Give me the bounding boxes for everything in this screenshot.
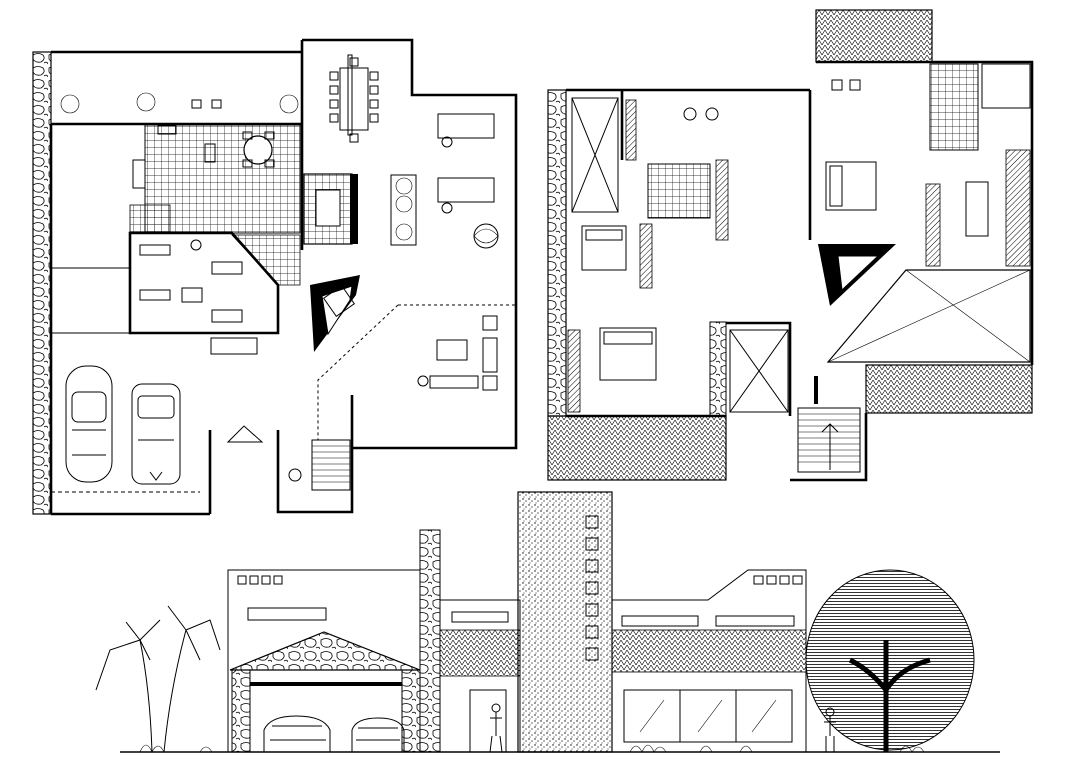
- bed-1: [581, 225, 627, 271]
- garage-car-right: [131, 383, 181, 485]
- upper-floor-plan: [547, 9, 1034, 482]
- garage-car-left: [65, 365, 113, 483]
- person-left: [489, 703, 503, 753]
- palm-tree: [95, 605, 221, 753]
- round-tree: [805, 569, 975, 752]
- ground-floor-plan: [32, 38, 518, 516]
- bed-3: [825, 161, 877, 211]
- elevation-car-left: [263, 715, 331, 753]
- elevation-car-right: [351, 717, 405, 753]
- front-elevation: [95, 491, 1000, 753]
- person-right: [824, 707, 836, 752]
- bed-2: [599, 327, 657, 381]
